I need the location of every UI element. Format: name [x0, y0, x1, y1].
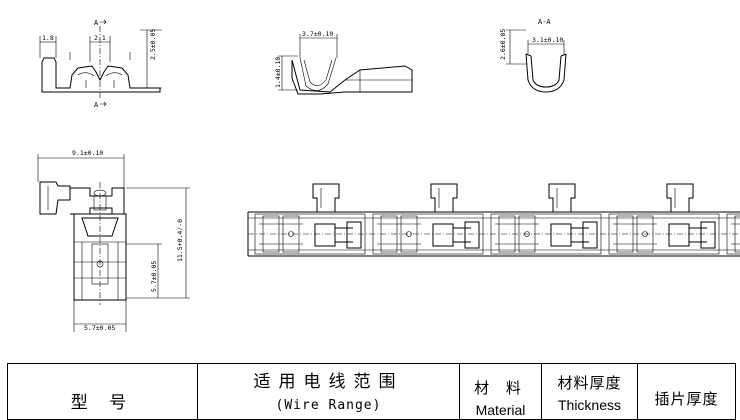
header-thickness: 材料厚度 Thickness	[541, 363, 638, 420]
side-view: 3.7±0.10 1.4±0.10	[274, 30, 413, 95]
section-mark-bottom: A	[94, 101, 99, 109]
header-thickness-en: Thickness	[557, 397, 622, 413]
strip-terminal	[726, 213, 740, 255]
dim-section-width: 3.1±0.10	[532, 36, 563, 44]
header-wire-range-en: (Wire Range)	[275, 397, 382, 413]
header-tab-thickness-cn: 插片厚度	[654, 390, 719, 408]
front-view: A A 1.8 2.1 2.5±0.05	[39, 19, 162, 109]
dim-top-height: 11.5+0.4/-0	[176, 219, 184, 262]
header-material: 材 料 Material	[459, 363, 542, 420]
technical-drawing: A A 1.8 2.1 2.5±0.05 3.7±0.10	[37, 18, 740, 332]
header-material-en: Material	[475, 402, 526, 418]
dim-top-length: 9.1±0.10	[72, 149, 103, 157]
header-tab-thickness: 插片厚度	[637, 363, 736, 420]
section-view: A-A 3.1±0.10 2.6±0.05	[499, 18, 567, 93]
section-title: A-A	[538, 18, 551, 26]
header-model-cn: 型 号	[70, 393, 135, 413]
dim-front-width-center: 2.1	[94, 34, 106, 42]
header-wire-range: 适用电线范围 (Wire Range)	[197, 363, 460, 420]
dim-section-height: 2.6±0.05	[499, 29, 507, 60]
dim-front-height: 2.5±0.05	[149, 29, 157, 60]
header-model: 型 号	[7, 363, 198, 420]
dim-top-body-width: 5.7±0.05	[84, 324, 115, 332]
header-thickness-cn: 材料厚度	[557, 374, 622, 392]
dim-side-height: 1.4±0.10	[274, 57, 282, 88]
section-mark-top: A	[94, 19, 99, 27]
dim-top-body-height: 5.7±0.05	[150, 261, 158, 292]
strip-terminal	[254, 183, 366, 255]
dim-front-width-left: 1.8	[42, 34, 54, 42]
strip-terminal	[608, 183, 720, 255]
strip-terminal	[372, 183, 484, 255]
spec-table: 型 号 适用电线范围 (Wire Range) 材 料 Material 材料厚…	[7, 363, 736, 420]
strip-terminal	[490, 183, 602, 255]
header-wire-range-cn: 适用电线范围	[253, 371, 404, 392]
dim-side-width: 3.7±0.10	[302, 30, 333, 38]
carrier-strip-view	[247, 183, 740, 257]
top-view: 9.1±0.10 11.5+0.4/-0 5.7±0.05 5.7±0.05	[37, 149, 190, 332]
header-material-cn: 材 料	[474, 379, 527, 397]
